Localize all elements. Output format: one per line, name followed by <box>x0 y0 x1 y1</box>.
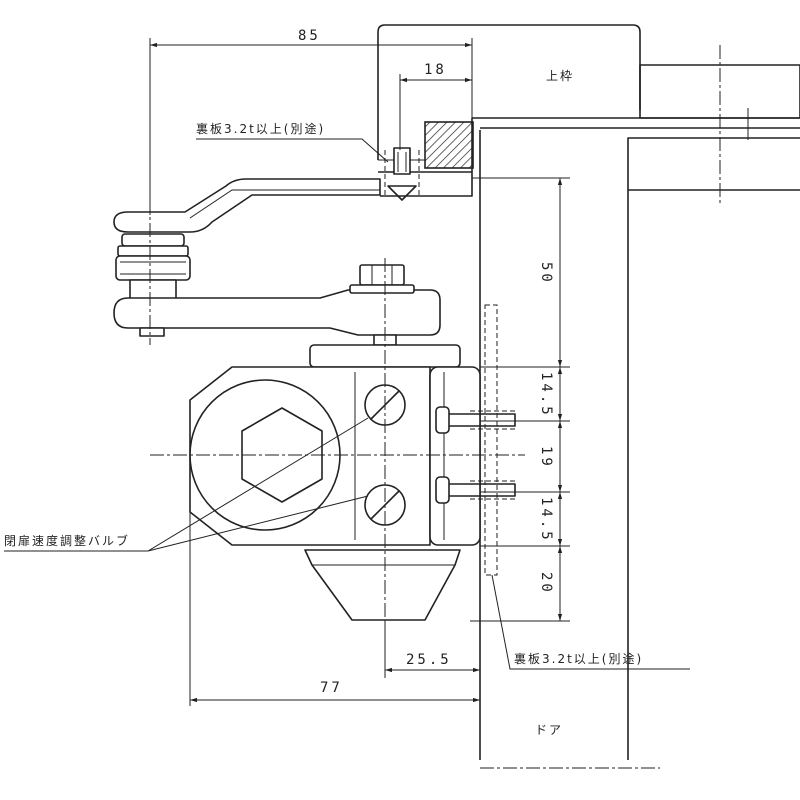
pivot-washer-top <box>121 233 185 247</box>
valve-label: 閉扉速度調整バルブ <box>4 417 369 552</box>
body-lower-cap <box>304 549 461 621</box>
dimension-50: 50 <box>472 177 570 368</box>
bracket-screw-upper-head <box>435 406 450 434</box>
mounting-plate-outline <box>378 118 473 197</box>
dimension-stack-extension <box>470 420 570 622</box>
dimension-20-text: 20 <box>538 572 554 595</box>
back-plate-hidden-outline <box>484 304 498 576</box>
back-plate-label-bottom-text: 裏板3.2t以上(別途) <box>514 651 643 666</box>
hatched-spacer-block <box>424 121 474 169</box>
top-screw-body <box>393 147 411 175</box>
dimension-stack-right: 14.5 19 14.5 20 <box>470 367 570 622</box>
dimension-25-5: 25.5 <box>384 622 480 678</box>
top-screw-countersink <box>387 185 417 201</box>
pivot-nut <box>115 255 191 281</box>
back-plate-label-top-text: 裏板3.2t以上(別途) <box>196 121 325 136</box>
link-arm <box>113 178 381 233</box>
back-plate-label-bottom: 裏板3.2t以上(別途) <box>491 574 690 670</box>
main-arm-pivot-pin <box>139 327 165 337</box>
valve-label-text: 閉扉速度調整バルブ <box>4 533 130 548</box>
dimension-77: 77 <box>189 512 480 706</box>
dimension-18-text: 18 <box>424 62 447 78</box>
bracket-screw-lower-shank <box>449 483 516 497</box>
bracket-screw-lower-head <box>435 476 450 504</box>
bracket-screw-upper <box>435 406 518 434</box>
back-plate-label-top-leader <box>196 138 389 163</box>
top-screw-thread <box>397 152 407 172</box>
upper-frame-label: 上枠 <box>546 69 574 83</box>
dimension-85-text: 85 <box>298 28 321 44</box>
dimension-85: 85 <box>149 28 473 215</box>
link-arm-inner-line <box>189 189 380 219</box>
dimension-19-text: 19 <box>538 446 554 469</box>
dimension-85-extension <box>149 38 473 215</box>
pivot-nut-lines <box>120 261 186 275</box>
hex-nut-facets <box>371 265 393 285</box>
lower-cap-outline <box>304 549 461 621</box>
upper-frame-outline <box>377 24 641 160</box>
back-plate-label-bottom-leader <box>491 574 690 670</box>
door-label: ドア <box>535 723 563 737</box>
bracket-screw-upper-thread <box>470 410 518 430</box>
back-plate-label-top: 裏板3.2t以上(別途) <box>196 121 389 163</box>
dimension-50-text: 50 <box>538 262 554 285</box>
main-arm <box>113 289 441 336</box>
valve-label-leader <box>4 417 369 552</box>
door: ドア <box>479 130 660 769</box>
dimension-18: 18 <box>399 62 472 150</box>
pivot-assembly <box>115 233 191 301</box>
bracket-outline <box>429 366 481 546</box>
bracket-screw-lower <box>435 476 518 504</box>
dimension-50-extension <box>472 177 570 368</box>
hex-nut <box>359 264 405 286</box>
bracket-screw-lower-thread <box>470 480 518 500</box>
pivot-shaft <box>129 279 177 301</box>
dimension-14-5-upper-text: 14.5 <box>538 372 554 418</box>
nut-washer <box>349 284 415 294</box>
dimension-14-5-lower-text: 14.5 <box>538 497 554 543</box>
upper-frame: 上枠 <box>377 24 800 760</box>
dimension-25-5-text: 25.5 <box>406 652 452 668</box>
frame-section-lower <box>627 137 800 760</box>
bracket-screw-upper-shank <box>449 413 516 427</box>
mounting-bracket <box>429 366 481 546</box>
pivot-washer-mid <box>117 245 189 257</box>
dimension-77-text: 77 <box>320 680 343 696</box>
top-mounting-screw <box>384 147 420 201</box>
